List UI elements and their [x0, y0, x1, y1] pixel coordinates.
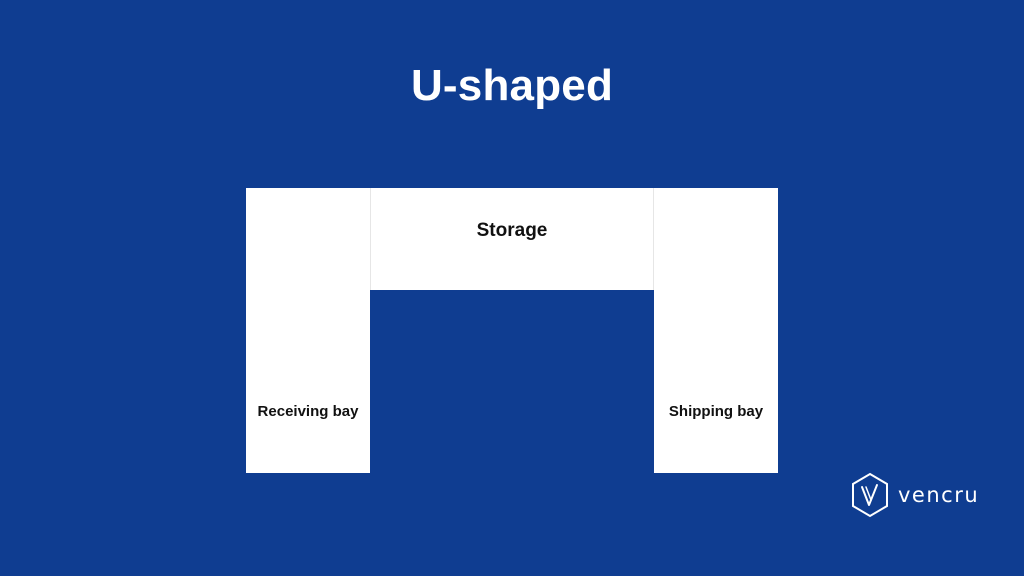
receiving-bay-block	[246, 188, 370, 473]
storage-label: Storage	[476, 220, 548, 241]
vencru-logo: vencru	[850, 472, 980, 520]
receiving-bay-label: Receiving bay	[257, 403, 359, 420]
logo-text: vencru	[898, 483, 980, 507]
page-title: U-shaped	[410, 61, 614, 110]
shipping-bay-label: Shipping bay	[668, 403, 764, 420]
storage-block	[370, 188, 654, 290]
shipping-bay-block	[654, 188, 778, 473]
hexagon-v-icon	[852, 472, 888, 518]
